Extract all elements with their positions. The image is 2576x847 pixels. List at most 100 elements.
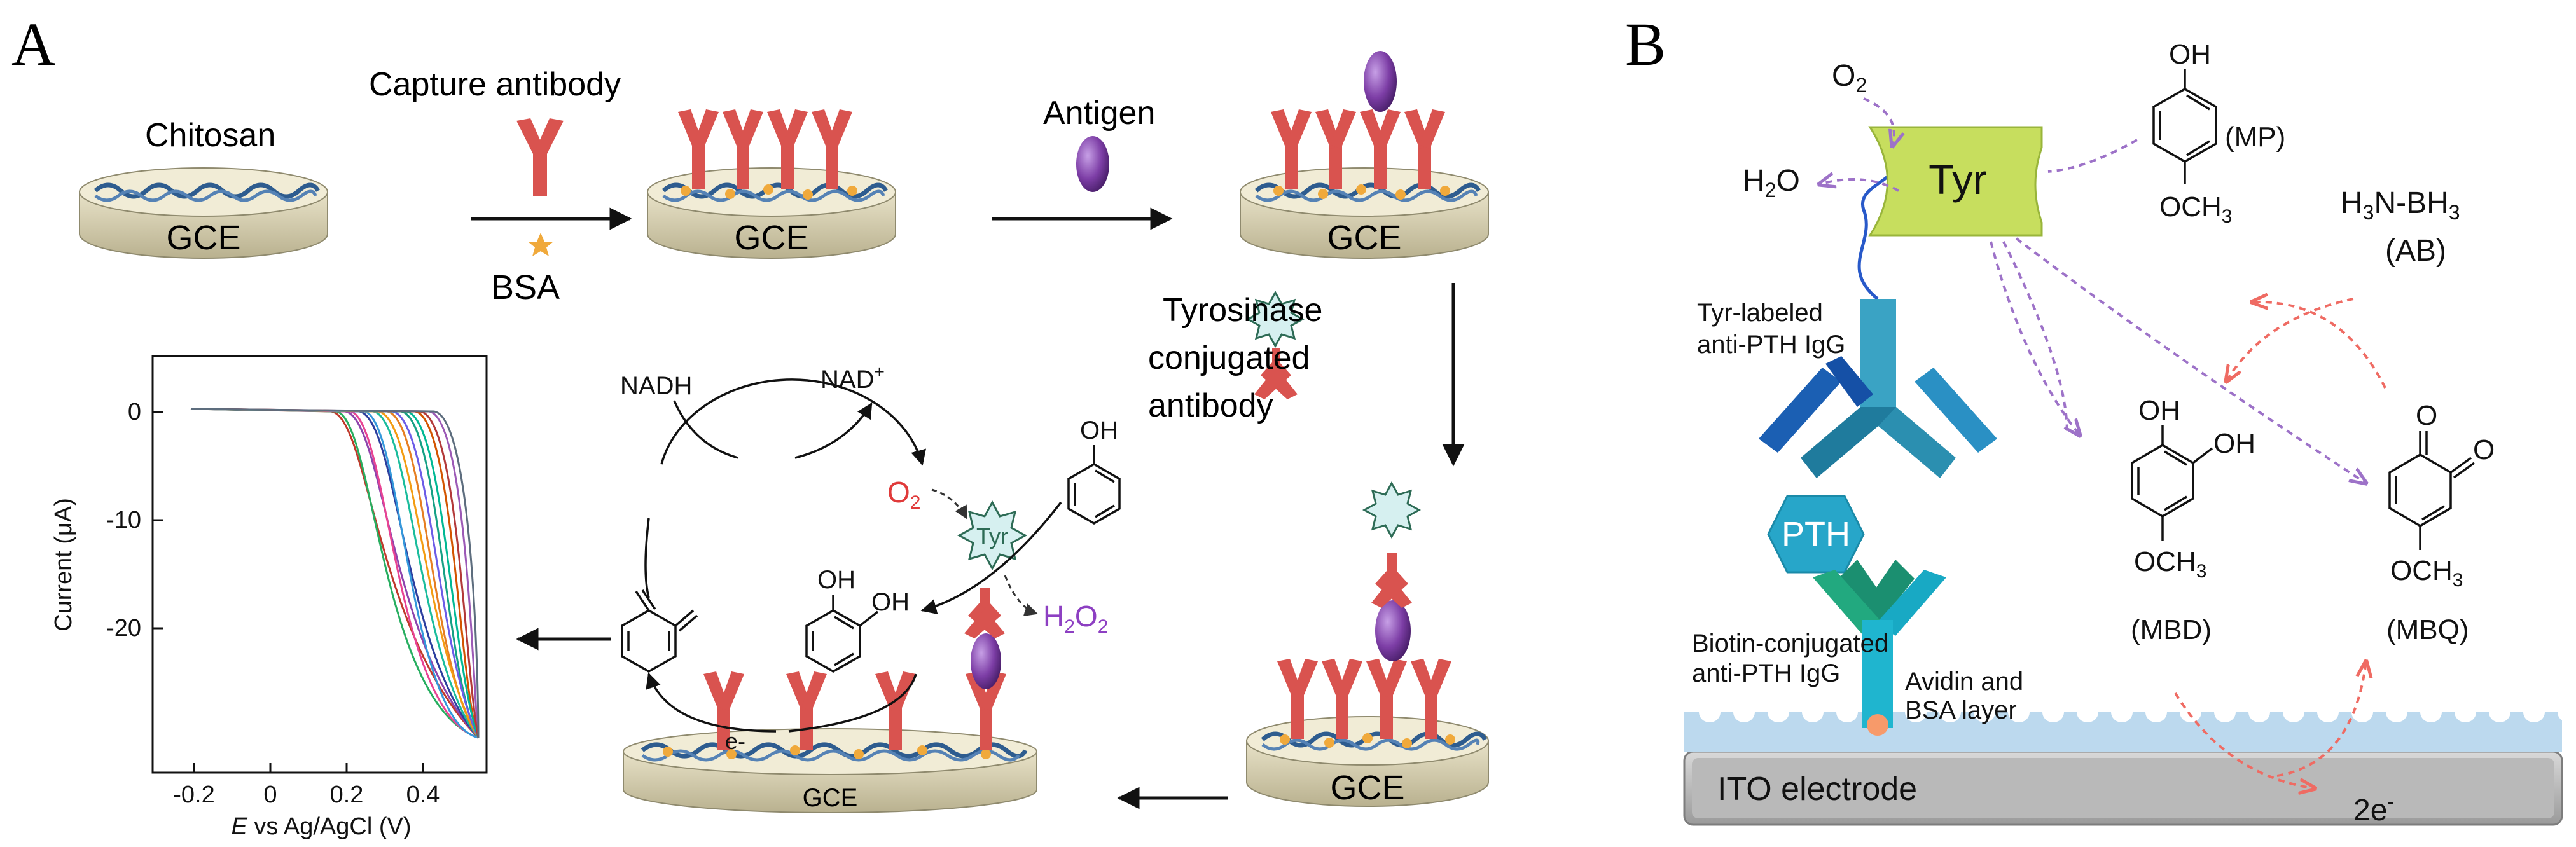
layer-bump bbox=[1905, 702, 1927, 722]
layer-bump bbox=[2455, 702, 2476, 722]
tyrosinase-label-line1: Tyrosinase bbox=[1163, 292, 1322, 329]
electrode-3: GCE bbox=[1240, 51, 1489, 259]
tyrosinase-label-line2: conjugated bbox=[1148, 340, 1310, 376]
plot-curve bbox=[190, 408, 480, 738]
ito-electrode: ITO electrode bbox=[1683, 750, 2563, 826]
plot-curve bbox=[190, 408, 480, 738]
electrode-1: GCE bbox=[79, 167, 328, 259]
electrode-2: GCE bbox=[647, 109, 896, 259]
plot-curve bbox=[190, 408, 480, 738]
layer-bump bbox=[2111, 702, 2133, 722]
ito-label: ITO electrode bbox=[1717, 771, 1917, 808]
tyr-enzyme-icon: Tyr bbox=[957, 500, 1028, 571]
tyrosinase-label-line3: antibody bbox=[1148, 387, 1273, 424]
ab-formula: H3N-BH3 bbox=[2341, 186, 2460, 224]
electron-label: e- bbox=[725, 728, 745, 754]
layer-bump bbox=[1768, 702, 1789, 722]
plot-curve bbox=[190, 408, 480, 739]
plot-xtick-0: -0.2 bbox=[173, 782, 214, 808]
layer-bump bbox=[2008, 702, 2030, 722]
mbq-och3-label: OCH3 bbox=[2390, 555, 2463, 591]
layer-bump bbox=[1836, 702, 1858, 722]
capture-antibody-label: Capture antibody bbox=[369, 66, 621, 103]
layer-bump bbox=[1939, 702, 1961, 722]
two-electron-label: 2e- bbox=[2353, 790, 2394, 827]
tyrosinase-antibody-icon bbox=[1245, 290, 1305, 399]
o2-label-b: O2 bbox=[1832, 59, 1867, 97]
ab-arrows bbox=[2174, 299, 2386, 788]
tyr-label-b: Tyr bbox=[1929, 156, 1987, 203]
plot-curve bbox=[190, 408, 480, 738]
plot-curve bbox=[190, 408, 479, 739]
catechol-structure-a bbox=[805, 595, 879, 673]
mp-oh-label: OH bbox=[2169, 39, 2211, 70]
tyr-labeled-line2: anti-PTH IgG bbox=[1697, 331, 1845, 359]
electrode-label-5: GCE bbox=[803, 784, 858, 812]
phenol-structure bbox=[1067, 445, 1121, 525]
tyr-product-arrows bbox=[1990, 139, 2366, 483]
electrode-label-2: GCE bbox=[734, 219, 808, 257]
ab-label: (AB) bbox=[2385, 234, 2446, 268]
catechol-oh-2: OH bbox=[871, 588, 910, 616]
plot-xlabel: E vs Ag/AgCl (V) bbox=[232, 813, 412, 840]
layer-bump bbox=[2283, 702, 2304, 722]
quinone-structure-a bbox=[621, 589, 698, 673]
h2o-label-b: H2O bbox=[1743, 164, 1800, 202]
capture-antibody-icon bbox=[516, 118, 564, 196]
plot-curve bbox=[190, 408, 480, 738]
nad-plus-label: NAD+ bbox=[821, 362, 885, 394]
plot-curve bbox=[190, 408, 480, 738]
mp-structure bbox=[2152, 69, 2217, 184]
plot-xtick-1: 0 bbox=[263, 782, 277, 808]
antigen-icon bbox=[1076, 136, 1109, 192]
plot-curve bbox=[190, 408, 480, 738]
plot-curve bbox=[190, 408, 480, 738]
plot-curve bbox=[190, 408, 480, 738]
o2-to-tyr-arrow bbox=[931, 488, 968, 520]
avidin-line2: BSA layer bbox=[1905, 696, 2017, 724]
layer-bump bbox=[2558, 702, 2576, 722]
panel-letter-b: B bbox=[1625, 10, 1666, 78]
bsa-star-icon bbox=[528, 233, 553, 256]
plot-ytick-0: 0 bbox=[128, 399, 141, 425]
mbd-och3-label: OCH3 bbox=[2134, 546, 2206, 582]
tyr-labeled-line1: Tyr-labeled bbox=[1697, 299, 1823, 327]
plot-xtick-2: 0.2 bbox=[330, 782, 364, 808]
electrode-4: GCE bbox=[1246, 481, 1489, 807]
tyr-enzyme-b: Tyr bbox=[1868, 126, 2043, 237]
plot-ylabel: Current (μA) bbox=[50, 498, 77, 631]
pth-label: PTH bbox=[1782, 515, 1850, 553]
bsa-label: BSA bbox=[491, 268, 560, 306]
layer-bump bbox=[2386, 702, 2407, 722]
layer-bump bbox=[2317, 702, 2339, 722]
layer-bump bbox=[1699, 702, 1721, 722]
panel-letter-a: A bbox=[11, 10, 55, 78]
layer-bump bbox=[1974, 702, 1995, 722]
plot-curve bbox=[190, 408, 479, 739]
biotin-avidin-dot bbox=[1867, 714, 1888, 736]
layer-bump bbox=[2489, 702, 2510, 722]
mbd-oh-1: OH bbox=[2138, 395, 2180, 426]
electrode-5: GCE bbox=[623, 588, 1037, 813]
chitosan-label: Chitosan bbox=[145, 117, 275, 154]
plot-curve bbox=[190, 408, 480, 738]
layer-bump bbox=[2042, 702, 2064, 722]
layer-bump bbox=[2214, 702, 2236, 722]
biotin-line1: Biotin-conjugated bbox=[1692, 630, 1888, 658]
catechol-oh-1: OH bbox=[817, 566, 855, 594]
h2o2-label-a: H2O2 bbox=[1043, 600, 1108, 637]
phenol-to-catechol-arrow bbox=[920, 501, 1062, 615]
mbd-label: (MBD) bbox=[2131, 614, 2212, 645]
tyr-linker bbox=[1857, 170, 1894, 300]
layer-bump bbox=[2145, 702, 2167, 722]
avidin-bsa-layer bbox=[1684, 702, 2576, 752]
tyr-short-label: Tyr bbox=[976, 523, 1008, 549]
layer-bump bbox=[1733, 702, 1755, 722]
layer-bump bbox=[1802, 702, 1824, 722]
layer-bump bbox=[2351, 702, 2373, 722]
tyr-to-h2o2-arrow bbox=[1004, 575, 1038, 616]
electrode-label-3: GCE bbox=[1327, 219, 1401, 257]
tyr-to-h2o-b bbox=[1819, 179, 1899, 192]
phenol-oh-label: OH bbox=[1080, 417, 1118, 444]
